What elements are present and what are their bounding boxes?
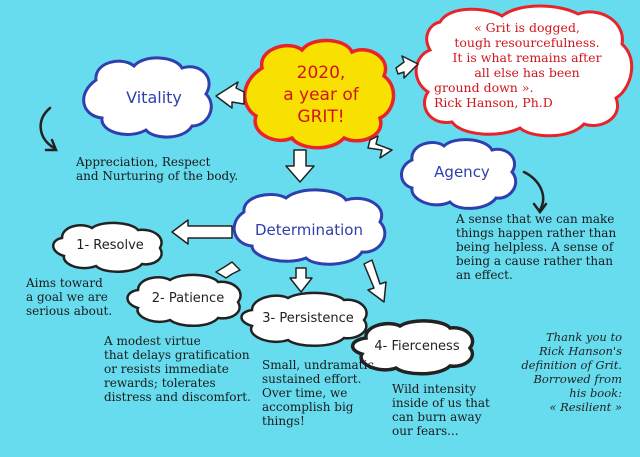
- vitality-desc-line: Appreciation, Respect: [76, 155, 211, 169]
- agency-desc-line: being helpless. A sense of: [456, 240, 614, 254]
- fierceness-desc-line: Wild intensity: [392, 382, 477, 396]
- persistence-desc-line: Small, undramatic: [262, 358, 375, 372]
- persistence-cloud: [240, 291, 368, 347]
- thanks-line: « Resilient »: [549, 400, 622, 414]
- patience-desc-line: that delays gratification: [104, 348, 250, 362]
- patience-desc-line: rewards; tolerates: [104, 376, 216, 390]
- fierceness-desc-line: inside of us that: [392, 396, 490, 410]
- arrow-icon-to-determination: [285, 149, 315, 183]
- quote-cloud: [414, 4, 634, 138]
- curved-arrow-icon-agency-head: [532, 202, 548, 215]
- resolve-label: 1- Resolve: [76, 238, 144, 253]
- agency-label: Agency: [434, 163, 490, 181]
- patience-cloud: [126, 273, 242, 327]
- fierceness-label: 4- Fierceness: [374, 339, 460, 354]
- fierceness-desc: Wild intensity inside of us that can bur…: [392, 382, 512, 438]
- center-cloud: [242, 38, 396, 150]
- thanks-line: Rick Hanson's: [539, 344, 622, 358]
- vitality-desc: Appreciation, Respect and Nurturing of t…: [76, 155, 276, 183]
- patience-label: 2- Patience: [151, 291, 225, 306]
- determination-cloud: [232, 188, 387, 266]
- agency-cloud: [400, 138, 518, 210]
- curved-arrow-icon-vitality: [39, 106, 56, 150]
- center-line-1: 2020,: [296, 63, 346, 83]
- patience-desc-line: A modest virtue: [104, 334, 201, 348]
- vitality-label: Vitality: [126, 88, 182, 107]
- persistence-desc-line: Over time, we: [262, 386, 348, 400]
- center-label: 2020, a year of GRIT!: [256, 62, 386, 128]
- persistence-desc: Small, undramatic sustained effort. Over…: [262, 358, 382, 428]
- vitality-cloud: [82, 56, 213, 139]
- persistence-label: 3- Persistence: [262, 311, 354, 326]
- quote-text: « Grit is dogged, tough resourcefulness.…: [432, 20, 622, 110]
- quote-line: « Grit is dogged,: [474, 20, 580, 35]
- resolve-desc: Aims toward a goal we are serious about.: [26, 276, 136, 318]
- persistence-desc-line: accomplish big: [262, 400, 354, 414]
- curved-arrow-icon-agency: [522, 170, 545, 212]
- agency-desc-line: A sense that we can make: [456, 212, 615, 226]
- arrow-icon-to-vitality: [215, 81, 245, 109]
- vitality-desc-line: and Nurturing of the body.: [76, 169, 239, 183]
- center-line-2: a year of: [283, 85, 359, 105]
- agency-desc-line: being a cause rather than: [456, 254, 614, 268]
- resolve-desc-line: a goal we are: [26, 290, 108, 304]
- arrow-icon-to-resolve: [171, 219, 233, 245]
- arrow-icon-to-patience: [215, 261, 241, 279]
- arrow-icon-to-agency: [367, 135, 393, 159]
- fierceness-desc-line: our fears...: [392, 424, 459, 438]
- fierceness-cloud: [351, 319, 475, 376]
- arrow-icon-to-quote: [395, 55, 419, 79]
- thanks-line: his book:: [569, 386, 622, 400]
- quote-line: tough resourcefulness.: [454, 35, 600, 50]
- thanks-note: Thank you to Rick Hanson's definition of…: [510, 330, 622, 414]
- determination-label: Determination: [254, 221, 363, 239]
- thanks-line: Borrowed from: [533, 372, 622, 386]
- quote-line: ground down ».: [434, 80, 534, 95]
- resolve-desc-line: Aims toward: [26, 276, 103, 290]
- persistence-desc-line: sustained effort.: [262, 372, 362, 386]
- agency-desc: A sense that we can make things happen r…: [456, 212, 636, 282]
- resolve-cloud: [52, 221, 163, 273]
- resolve-desc-line: serious about.: [26, 304, 113, 318]
- arrow-icon-to-persistence: [289, 267, 313, 293]
- quote-author: Rick Hanson, Ph.D: [434, 95, 553, 110]
- thanks-line: definition of Grit.: [521, 358, 622, 372]
- arrow-icon-to-fierceness: [363, 259, 387, 303]
- agency-desc-line: things happen rather than: [456, 226, 617, 240]
- patience-desc: A modest virtue that delays gratificatio…: [104, 334, 254, 404]
- fierceness-desc-line: can burn away: [392, 410, 482, 424]
- curved-arrow-icon-vitality-head: [44, 138, 58, 152]
- agency-desc-line: an effect.: [456, 268, 513, 282]
- quote-line: It is what remains after: [452, 50, 602, 65]
- quote-line: all else has been: [474, 65, 580, 80]
- patience-desc-line: or resists immediate: [104, 362, 229, 376]
- center-line-3: GRIT!: [297, 107, 345, 127]
- persistence-desc-line: things!: [262, 414, 305, 428]
- thanks-line: Thank you to: [546, 330, 622, 344]
- patience-desc-line: distress and discomfort.: [104, 390, 251, 404]
